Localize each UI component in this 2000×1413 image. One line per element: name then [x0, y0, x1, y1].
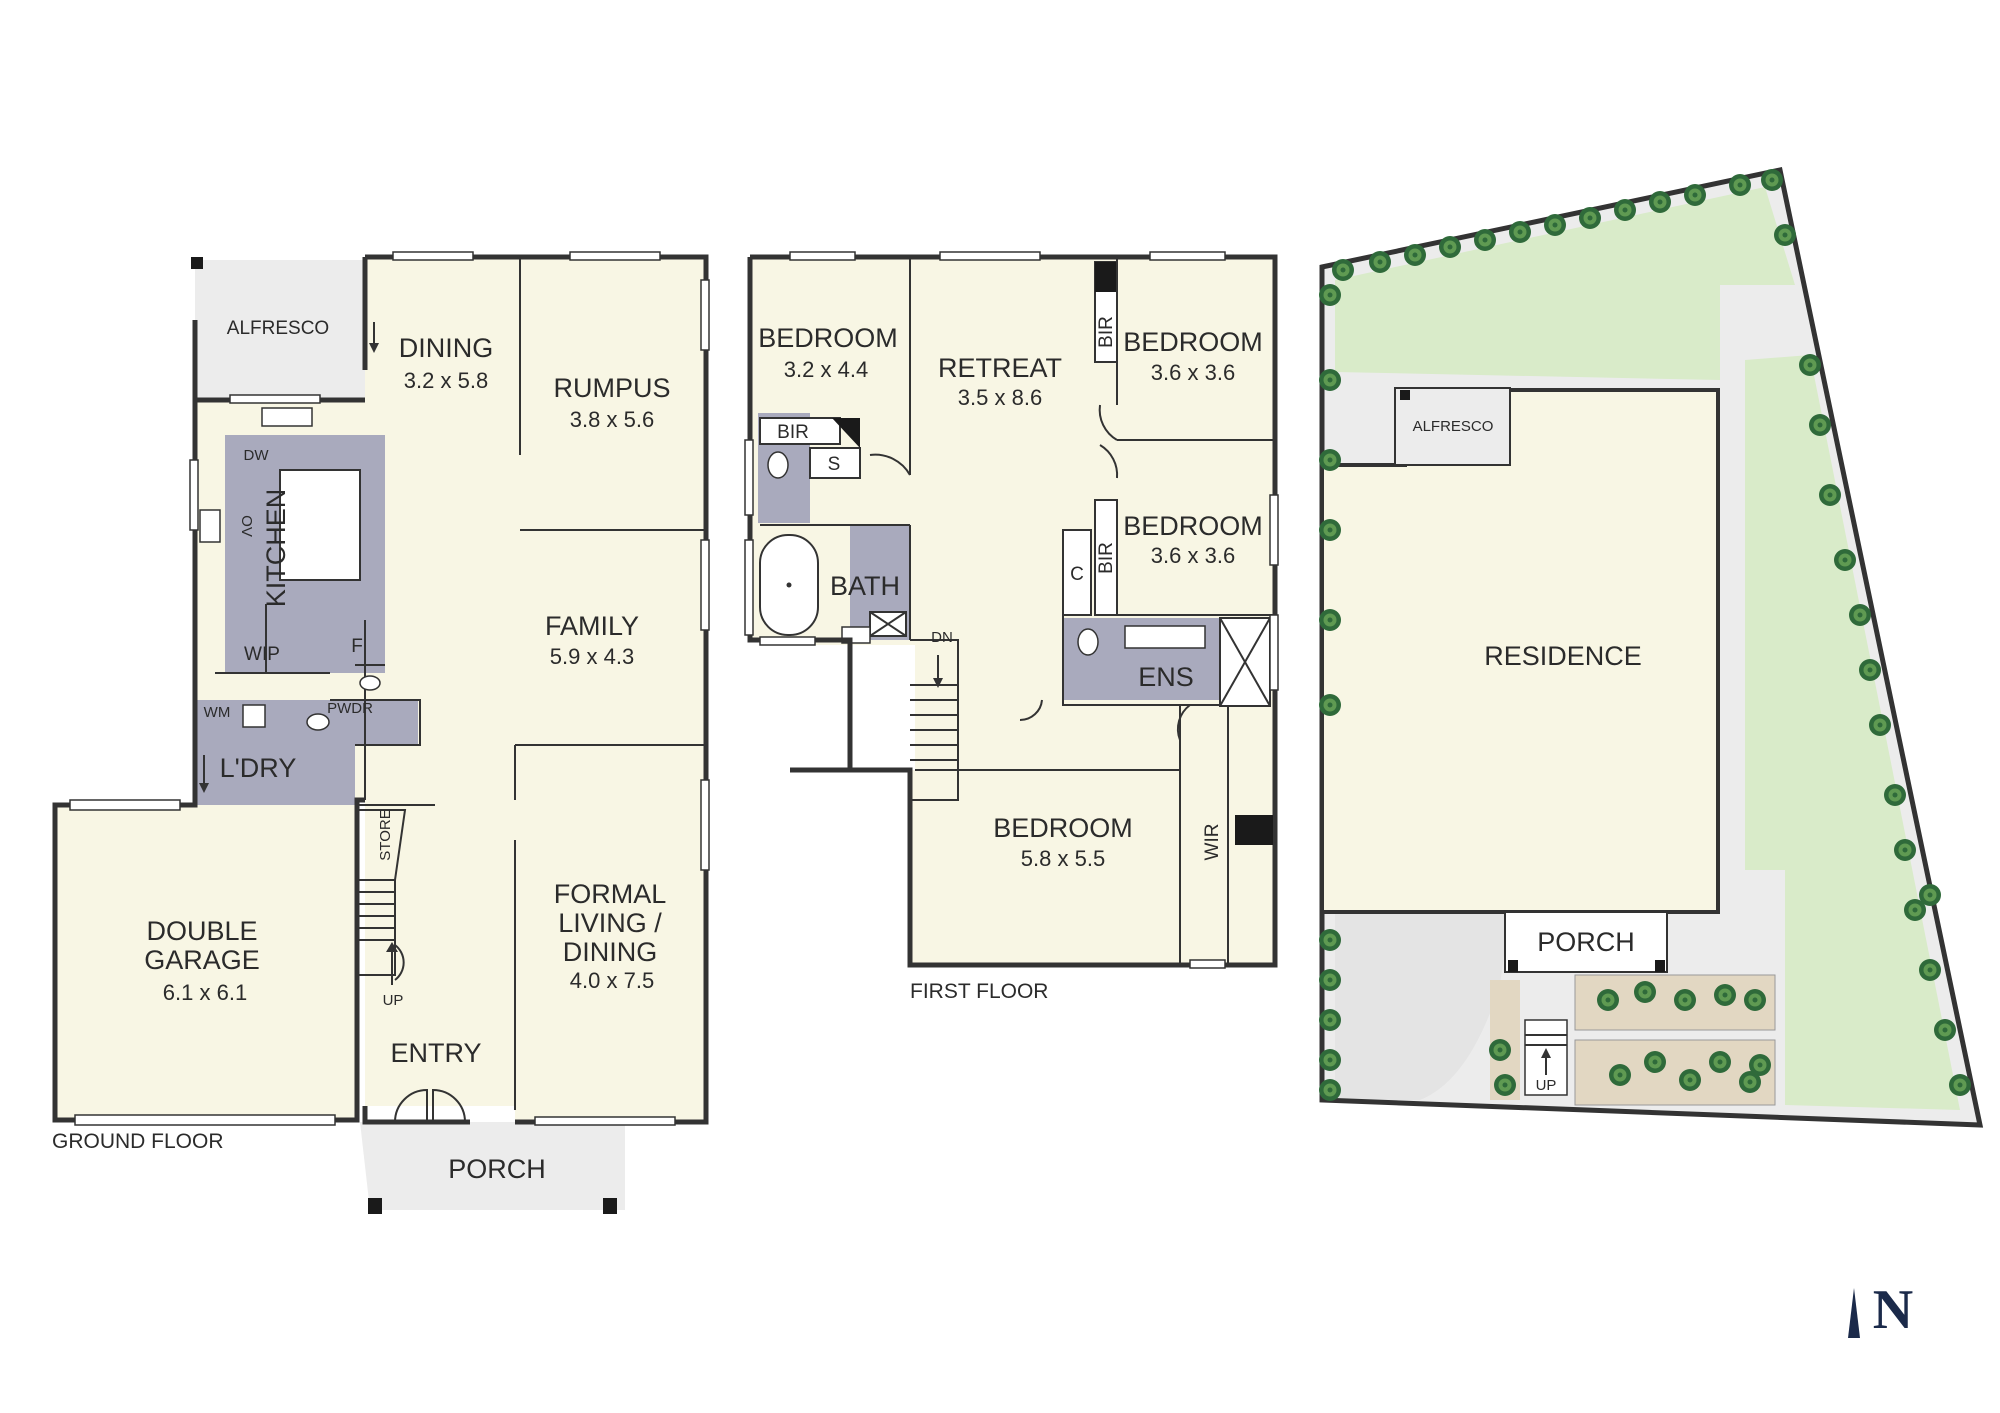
room-name-bath: BATH [830, 571, 900, 601]
alfresco-area [195, 260, 365, 400]
room-dims-bed2: 3.2 x 4.4 [784, 357, 868, 382]
room-name-bed3: BEDROOM [1123, 327, 1263, 357]
kitchen-island [279, 469, 361, 581]
site-steps [1524, 1019, 1568, 1096]
room-dims-master: 5.8 x 5.5 [1021, 846, 1105, 871]
lawn-east [1745, 355, 1960, 1110]
room-name-entry: ENTRY [390, 1038, 481, 1068]
room-name-laundry: L'DRY [220, 753, 297, 783]
fixture-f: F [351, 636, 363, 657]
site-up-label: UP [1536, 1077, 1557, 1094]
site-alfresco-label: ALFRESCO [1413, 418, 1494, 435]
site-porch [1504, 911, 1668, 973]
room-dims-dining: 3.2 x 5.8 [404, 368, 488, 393]
first-floor: BEDROOM 3.2 x 4.4 RETREAT 3.5 x 8.6 BEDR… [744, 251, 1279, 1003]
room-name-bed4: BEDROOM [1123, 511, 1263, 541]
fixture-bir-bed4: BIR [1096, 542, 1117, 574]
site-alfresco [1394, 387, 1511, 466]
room-dims-retreat: 3.5 x 8.6 [958, 385, 1042, 410]
toilet-icon-first [767, 451, 789, 479]
room-dims-bed3: 3.6 x 3.6 [1151, 360, 1235, 385]
room-dims-bed4: 3.6 x 3.6 [1151, 543, 1235, 568]
fixture-wir: WIR [1202, 824, 1223, 861]
fixture-wm: WM [204, 704, 231, 721]
lawn-north [1335, 187, 1795, 380]
site-residence-label: RESIDENCE [1484, 641, 1642, 671]
post [191, 257, 203, 269]
basin-icon [359, 675, 381, 691]
ground-staircase [357, 809, 407, 985]
storage-box [809, 447, 861, 479]
fixture-up: UP [383, 992, 404, 1009]
garage-area [55, 805, 357, 1120]
laundry-area [195, 700, 355, 805]
north-label: N [1873, 1279, 1913, 1341]
site-porch-label: PORCH [1537, 927, 1635, 957]
fixture-c: C [1070, 564, 1084, 585]
driveway [1335, 910, 1510, 1100]
cupboard-box [1062, 529, 1092, 616]
room-name-retreat: RETREAT [938, 353, 1062, 383]
fixture-pwdr: PWDR [327, 700, 373, 717]
room-name-porch: PORCH [448, 1154, 546, 1184]
fixture-s: S [828, 454, 841, 475]
washer-icon [242, 704, 266, 728]
room-name-dining: DINING [399, 333, 494, 363]
fixture-bir-bed3: BIR [1096, 316, 1117, 348]
garden-bed-lower [1574, 1039, 1776, 1106]
room-name-ens: ENS [1138, 662, 1194, 692]
fixture-dn: DN [931, 629, 953, 646]
room-name-family: FAMILY [545, 611, 639, 641]
fixture-ov: OV [238, 515, 255, 537]
vanity-icon [1124, 625, 1206, 649]
site-plan: RESIDENCE ALFRESCO PORCH UP [1319, 167, 1984, 1128]
north-arrow-icon: N [1848, 1279, 1913, 1341]
toilet-icon [306, 713, 330, 731]
toilet-icon-ens [1077, 628, 1099, 656]
fixture-bir: BIR [777, 422, 809, 443]
bir-box [759, 417, 841, 445]
room-dims-rumpus: 3.8 x 5.6 [570, 407, 654, 432]
fixture-dw: DW [244, 447, 270, 464]
room-name-wip: WIP [244, 644, 280, 665]
first-living-area [750, 257, 1275, 965]
first-staircase [910, 639, 959, 801]
room-name-bed2: BEDROOM [758, 323, 898, 353]
room-name-alfresco: ALFRESCO [227, 318, 329, 339]
room-name-master: BEDROOM [993, 813, 1133, 843]
room-name-rumpus: RUMPUS [553, 373, 670, 403]
ground-floor-caption: GROUND FLOOR [52, 1130, 224, 1153]
ground-floor: ALFRESCO DINING 3.2 x 5.8 RUMPUS 3.8 x 5… [52, 251, 710, 1214]
porch-area [360, 1122, 625, 1210]
room-dims-family: 5.9 x 4.3 [550, 644, 634, 669]
first-floor-caption: FIRST FLOOR [910, 980, 1048, 1003]
cooktop-icon [199, 509, 221, 543]
room-name-kitchen: KITCHEN [261, 489, 291, 608]
room-dims-garage: 6.1 x 6.1 [163, 980, 247, 1005]
room-dims-formal: 4.0 x 7.5 [570, 968, 654, 993]
sink-icon [261, 407, 313, 427]
fixture-store: STORE [377, 809, 394, 860]
